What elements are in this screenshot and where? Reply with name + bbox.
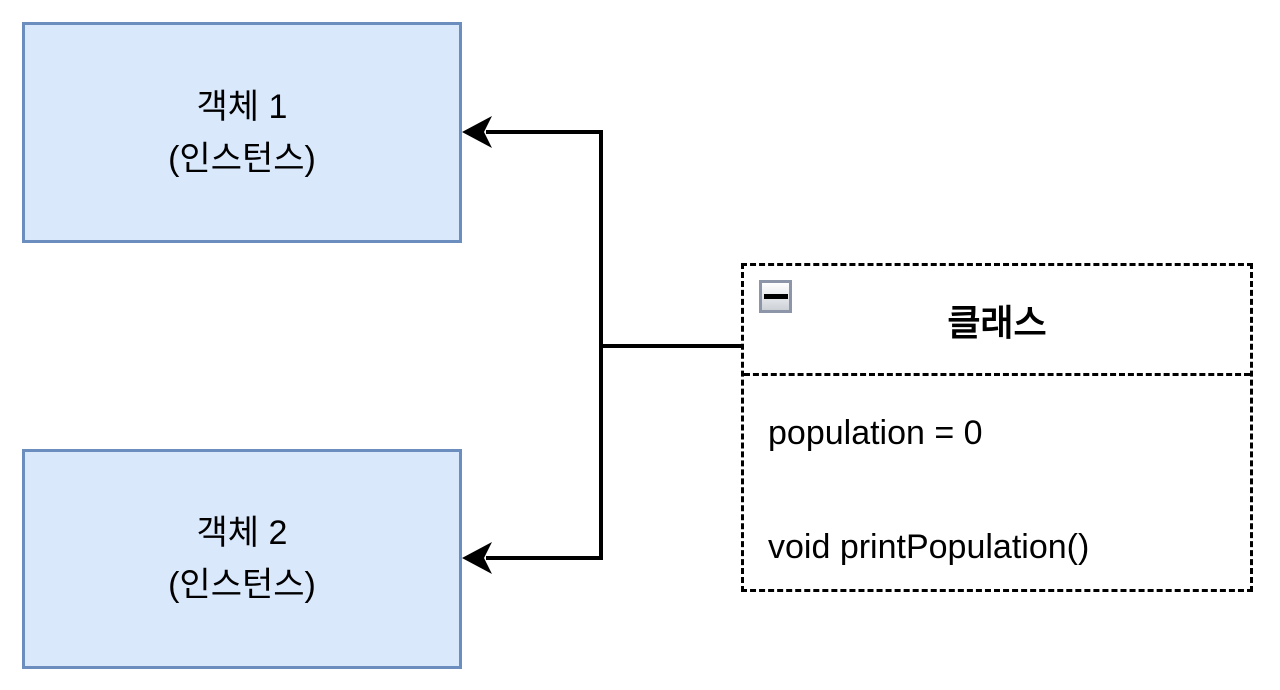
- arrowhead-bottom-icon: [462, 542, 492, 574]
- object2-subtitle: (인스턴스): [168, 566, 316, 604]
- class-box[interactable]: 클래스 population = 0 void printPopulation(…: [741, 263, 1253, 592]
- class-method: void printPopulation(): [768, 528, 1090, 566]
- class-title: 클래스: [947, 301, 1047, 343]
- object2-label: 객체 2 (인스턴스): [168, 507, 316, 611]
- arrowhead-top-icon: [462, 116, 492, 148]
- object1-label: 객체 1 (인스턴스): [168, 81, 316, 185]
- object2-title: 객체 2: [196, 514, 288, 552]
- object1-subtitle: (인스턴스): [168, 139, 316, 178]
- class-header: 클래스: [744, 266, 1250, 376]
- class-body: population = 0 void printPopulation(): [744, 376, 1250, 568]
- object1-title: 객체 1: [196, 87, 288, 126]
- object2-box[interactable]: 객체 2 (인스턴스): [22, 449, 462, 669]
- class-field: population = 0: [768, 414, 983, 452]
- collapse-button[interactable]: [759, 280, 792, 313]
- minus-icon: [763, 294, 788, 299]
- object1-box[interactable]: 객체 1 (인스턴스): [22, 22, 462, 243]
